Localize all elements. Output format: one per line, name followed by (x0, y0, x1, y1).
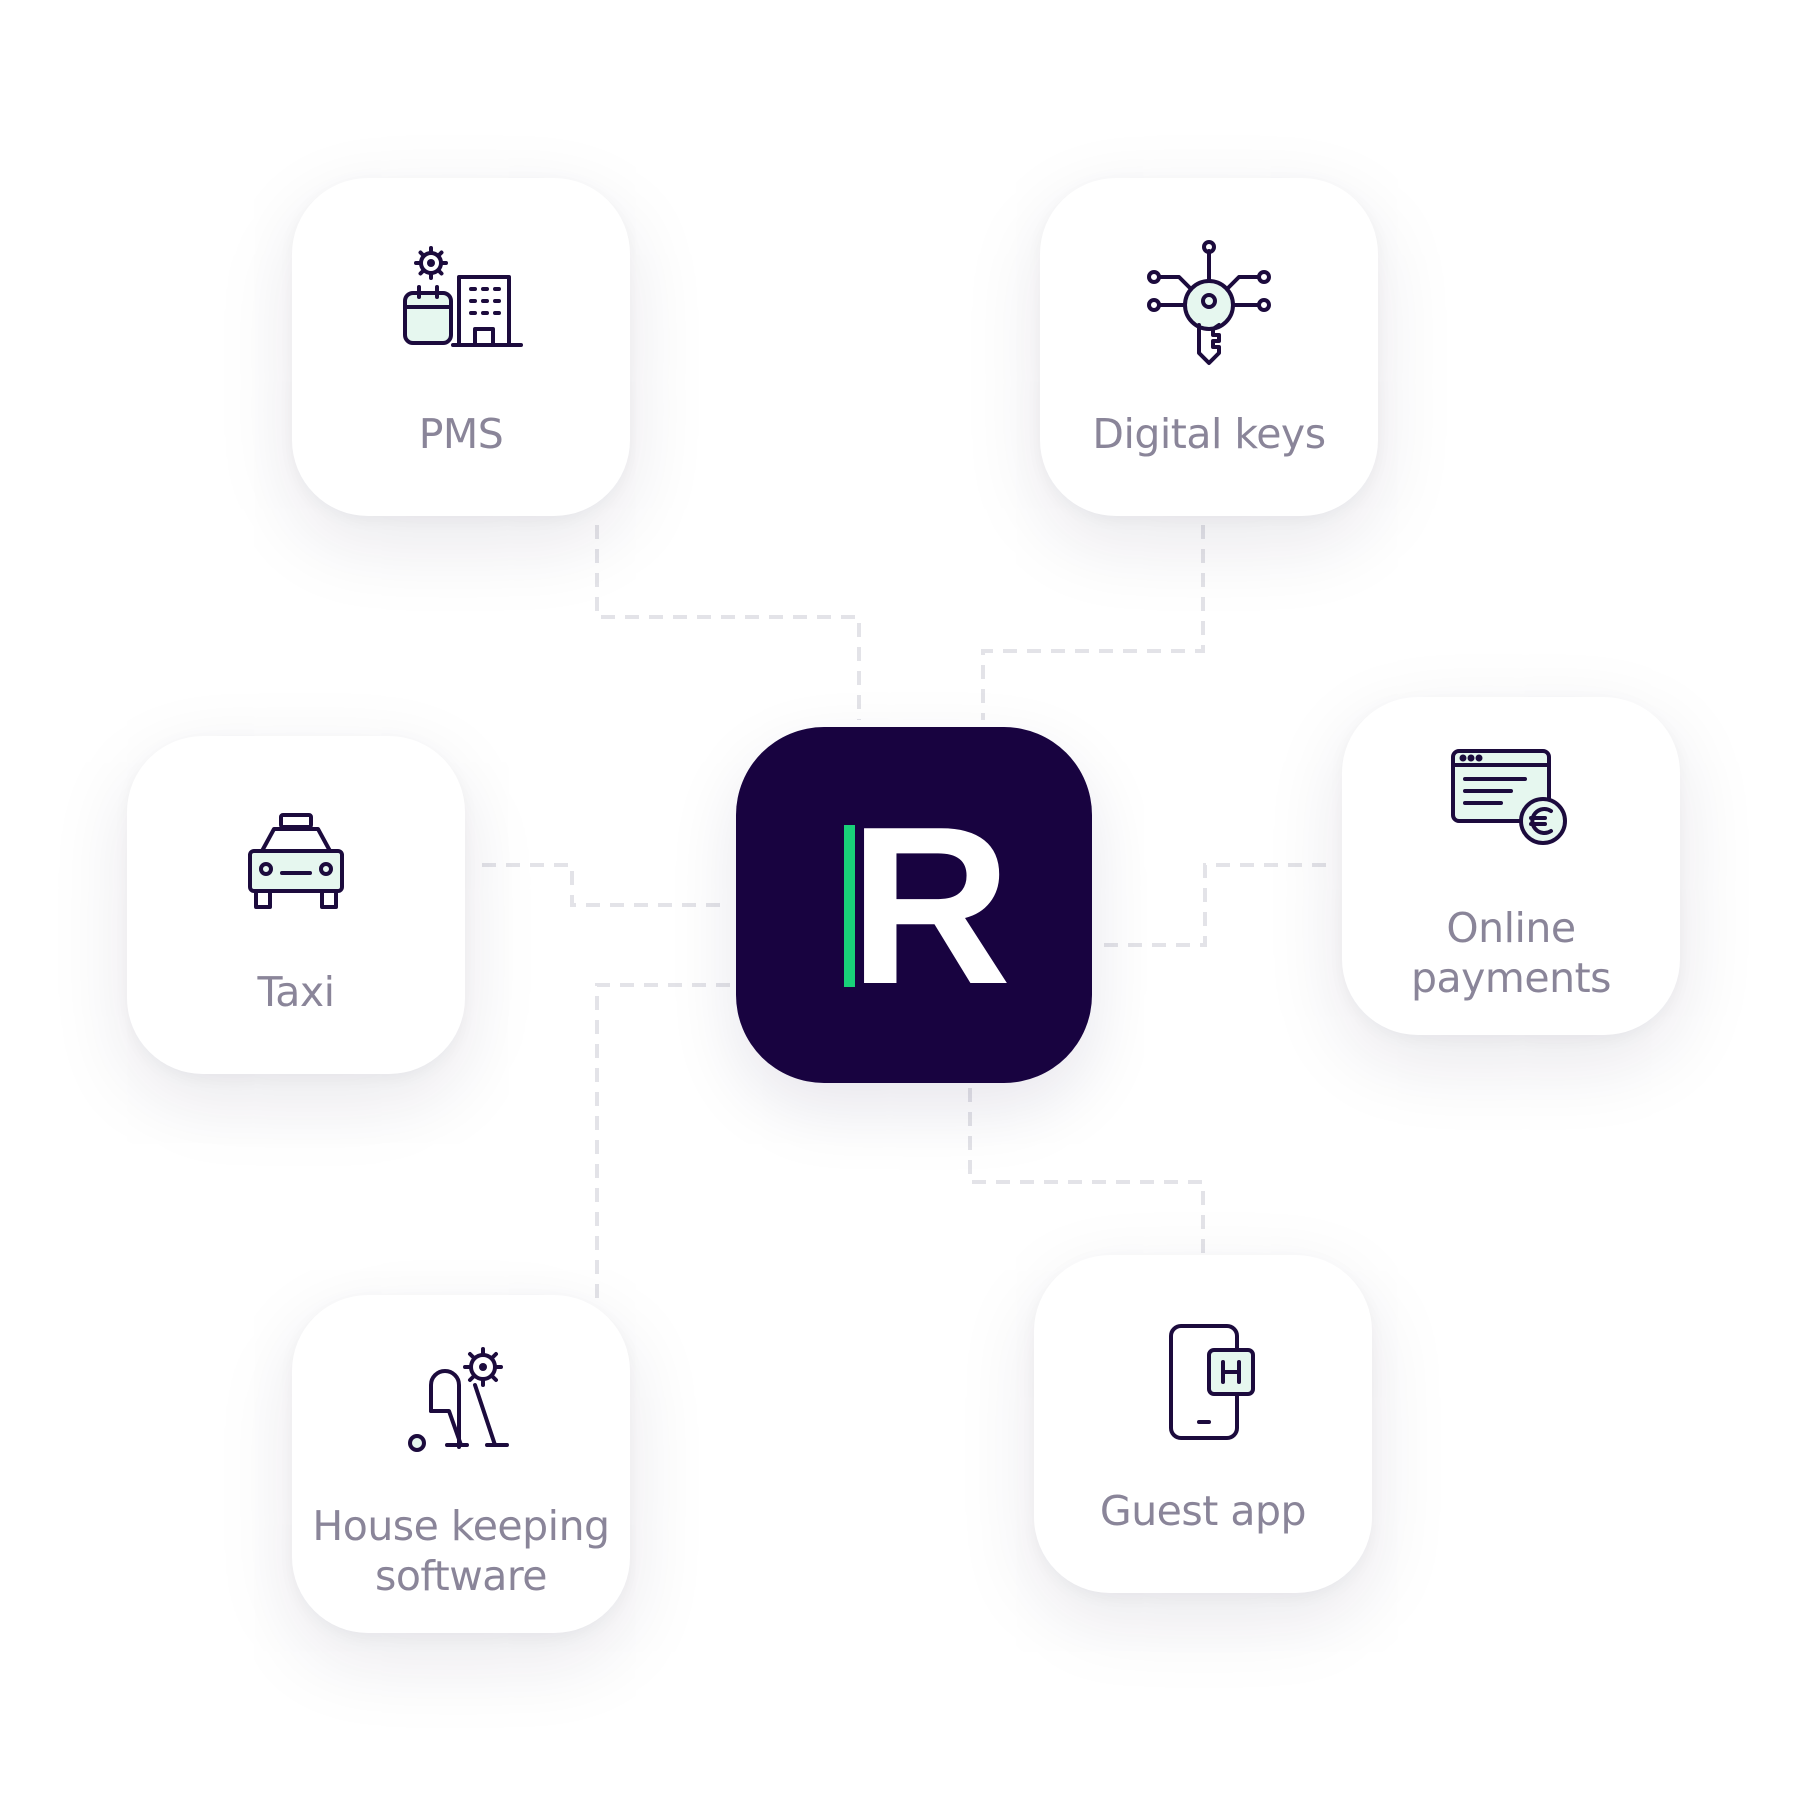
digital-keys-label: Digital keys (1092, 410, 1326, 458)
digital-keys-card: Digital keys (1040, 178, 1378, 516)
browser-euro-payment-icon (1441, 729, 1581, 869)
connector-taxi (482, 863, 730, 907)
online-payments-card: Online payments (1342, 697, 1680, 1035)
taxi-card: Taxi (127, 736, 465, 1074)
connector-digital-keys (981, 525, 1205, 720)
guest-app-label: Guest app (1099, 1487, 1307, 1535)
digital-key-circuit-icon (1139, 235, 1279, 375)
connector-online-payments (1100, 863, 1326, 947)
housekeeping-label: House keeping software (312, 1502, 610, 1600)
central-logo: R (736, 727, 1092, 1083)
pms-building-calendar-gear-icon (391, 235, 531, 375)
taxi-icon (226, 793, 366, 933)
connector-housekeeping (595, 983, 730, 1300)
pms-label: PMS (418, 410, 504, 458)
taxi-label: Taxi (257, 968, 335, 1016)
connector-guest-app (968, 1088, 1205, 1255)
guest-app-card: Guest app (1034, 1255, 1372, 1593)
phone-hotel-icon (1133, 1312, 1273, 1452)
pms-card: PMS (292, 178, 630, 516)
logo-letter: R (849, 779, 1012, 1031)
housekeeping-card: House keeping software (292, 1295, 630, 1633)
vacuum-gear-icon (391, 1327, 531, 1467)
logo-accent-bar (844, 825, 855, 987)
online-payments-label: Online payments (1411, 904, 1612, 1002)
connector-pms (595, 525, 861, 720)
